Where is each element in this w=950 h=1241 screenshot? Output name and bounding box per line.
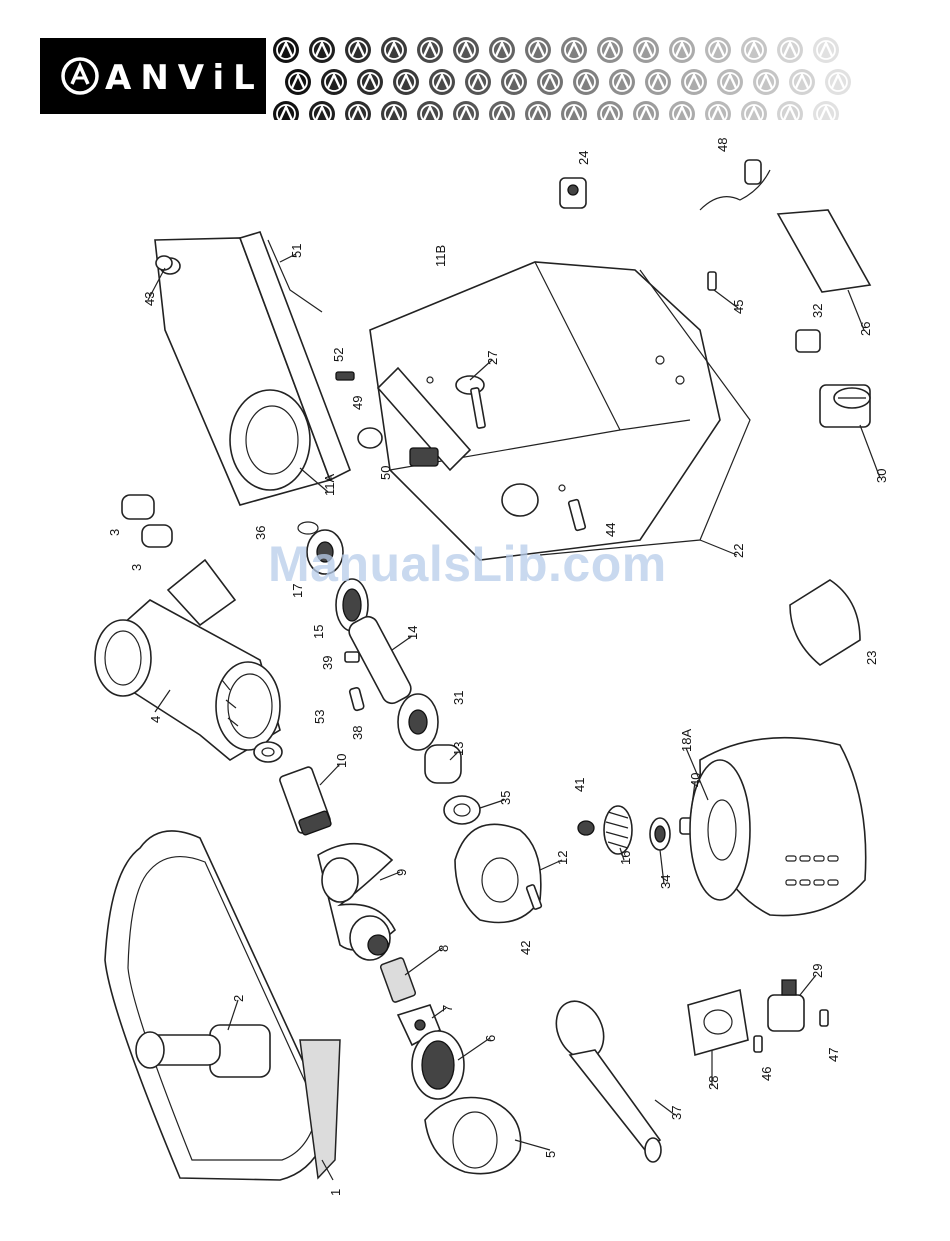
part-label-3a: 3 (107, 529, 122, 536)
part-label-10: 10 (334, 754, 349, 768)
connector-part-24 (560, 178, 586, 208)
bushing-part-3b (142, 525, 172, 547)
gear-housing-part-11a (155, 232, 350, 505)
part-label-27: 27 (485, 351, 500, 365)
plug-part-43 (156, 256, 172, 270)
nut-part-41 (578, 821, 594, 835)
key-part-39 (345, 652, 359, 662)
screw-part-52 (336, 372, 354, 380)
part-label-31: 31 (451, 691, 466, 705)
flange-part-12 (455, 824, 541, 922)
part-label-30: 30 (874, 469, 889, 483)
part-label-34: 34 (658, 875, 673, 889)
part-label-4: 4 (148, 716, 163, 723)
part-label-14: 14 (405, 626, 420, 640)
part-label-50: 50 (378, 466, 393, 480)
grinder-housing-part-4 (95, 560, 280, 760)
switch-part-32 (796, 330, 820, 352)
part-label-38: 38 (350, 726, 365, 740)
watermark-text: ManualsLib.com (268, 535, 667, 593)
part-label-32: 32 (810, 304, 825, 318)
screw-part-45 (708, 272, 716, 290)
bushing-part-3a (122, 495, 154, 519)
part-label-47: 47 (826, 1048, 841, 1062)
screw-part-46 (754, 1036, 762, 1052)
part-label-11a: 11A (322, 474, 337, 496)
part-label-24: 24 (576, 151, 591, 165)
spindle-part-8 (380, 957, 416, 1003)
part-label-16: 16 (618, 851, 633, 865)
stuffing-funnel-part-37 (547, 994, 661, 1162)
part-label-3b: 3 (129, 564, 144, 571)
bearing-part-34 (650, 818, 670, 850)
part-label-45: 45 (731, 300, 746, 314)
seal-part-35 (444, 796, 480, 824)
part-label-39: 39 (320, 656, 335, 670)
part-label-26: 26 (858, 322, 873, 336)
part-label-40: 40 (688, 773, 703, 787)
power-cord-part-48 (700, 160, 770, 210)
part-label-52: 52 (331, 348, 346, 362)
part-label-43: 43 (142, 292, 157, 306)
ring-nut-part-5 (425, 1098, 521, 1174)
part-label-9: 9 (394, 869, 409, 876)
capacitor-part-23 (790, 580, 860, 665)
part-label-41: 41 (572, 778, 587, 792)
part-label-2: 2 (231, 995, 246, 1002)
label-part-26 (778, 210, 870, 292)
pin-part-38 (349, 687, 364, 711)
plate-part-6 (412, 1031, 464, 1099)
part-label-42: 42 (518, 941, 533, 955)
shaft-part-10 (279, 766, 332, 836)
part-label-35: 35 (498, 791, 513, 805)
part-label-28: 28 (706, 1076, 721, 1090)
knob-part-50 (358, 428, 382, 448)
bearing-part-31 (398, 694, 438, 750)
washer-part-36 (298, 522, 318, 534)
tray-part-1 (105, 831, 340, 1180)
switch-part-29 (768, 980, 804, 1031)
part-label-36: 36 (253, 526, 268, 540)
part-label-22: 22 (731, 544, 746, 558)
part-label-5: 5 (543, 1151, 558, 1158)
washer-part-53 (254, 742, 282, 762)
rotary-switch-part-30 (820, 385, 870, 427)
part-label-49: 49 (350, 396, 365, 410)
part-label-13: 13 (451, 742, 466, 756)
part-label-15: 15 (311, 625, 326, 639)
part-label-1: 1 (328, 1189, 343, 1196)
part-label-11b: 11B (433, 245, 448, 267)
part-label-23: 23 (864, 651, 879, 665)
part-label-48: 48 (715, 138, 730, 152)
screw-part-47 (820, 1010, 828, 1026)
part-label-29: 29 (810, 964, 825, 978)
worm-gear-part-16 (604, 806, 632, 854)
feed-screw-part-9 (318, 844, 395, 960)
part-label-46: 46 (759, 1067, 774, 1081)
motor-part-18a (690, 738, 866, 916)
part-label-53: 53 (312, 710, 327, 724)
part-label-12: 12 (555, 851, 570, 865)
motor-flange-part-28 (688, 990, 748, 1055)
